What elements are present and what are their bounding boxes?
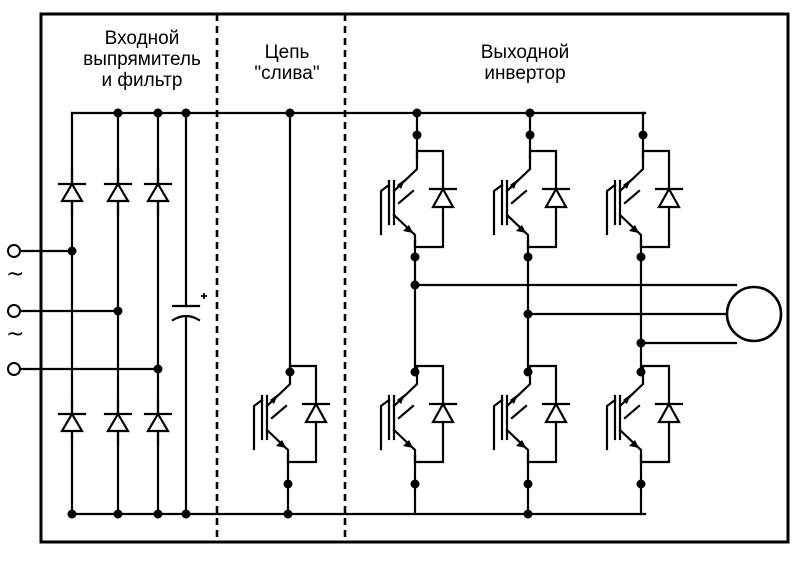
ac-inputs	[7, 244, 160, 376]
motor-outputs	[413, 111, 738, 345]
igbt-q6	[605, 364, 684, 464]
dump-label-line1: Цепь	[264, 42, 310, 63]
diode-d6	[143, 398, 173, 446]
inverter-label: Выходной инвертор	[460, 42, 590, 84]
rectifier-label-line3: и фильтр	[101, 70, 183, 91]
junction-dots	[67, 108, 648, 519]
igbt-q1	[379, 149, 458, 249]
diode-d1	[57, 168, 87, 216]
diode-d2	[103, 168, 133, 216]
dump-label-line2: "слива"	[254, 63, 320, 84]
ac-symbol-1: ~	[6, 262, 25, 287]
filter-capacitor	[171, 111, 207, 516]
dump-circuit-label: Цепь "слива"	[232, 42, 342, 84]
rectifier-label-line1: Входной	[104, 28, 180, 49]
diode-d4	[57, 398, 87, 446]
dump-igbt	[252, 364, 331, 464]
ac-terminal-1	[7, 244, 21, 258]
ac-terminal-2	[7, 304, 21, 318]
igbt-q5	[492, 364, 571, 464]
inverter-label-line1: Выходной	[480, 42, 570, 63]
outer-frame	[39, 12, 790, 544]
ac-terminal-3	[7, 362, 21, 376]
igbt-q3	[605, 149, 684, 249]
igbt-q4	[379, 364, 458, 464]
motor-circle	[725, 285, 783, 343]
diode-d5	[103, 398, 133, 446]
igbt-q2	[492, 149, 571, 249]
rectifier-label-line2: выпрямитель	[83, 49, 201, 70]
ac-symbol-2: ~	[6, 322, 25, 347]
dump-circuit	[252, 111, 331, 516]
diode-d3	[143, 168, 173, 216]
inverter-label-line2: инвертор	[484, 63, 566, 84]
rectifier-label: Входной выпрямитель и фильтр	[72, 28, 212, 91]
